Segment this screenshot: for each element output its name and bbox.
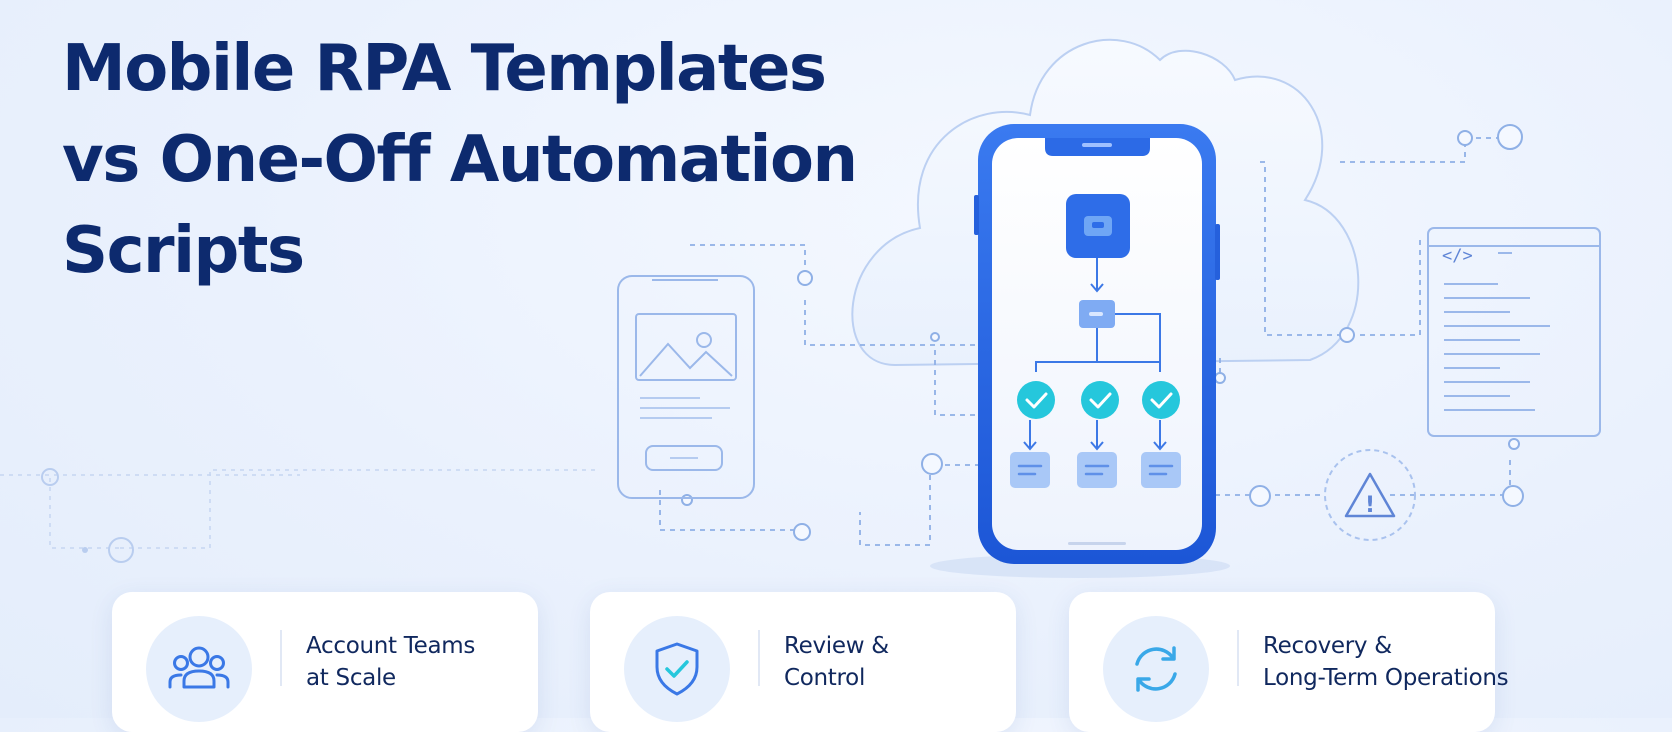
page-title: Mobile RPA Templates vs One-Off Automati… bbox=[62, 24, 858, 297]
flow-start-node bbox=[1066, 194, 1130, 258]
card-label: Review & Control bbox=[784, 633, 889, 691]
title-line-3: Scripts bbox=[62, 214, 305, 288]
flowchart bbox=[1023, 258, 1167, 451]
users-icon bbox=[168, 646, 230, 689]
card-icon-circle bbox=[146, 616, 252, 722]
flow-check-nodes bbox=[1017, 381, 1180, 419]
shield-check-icon bbox=[655, 642, 699, 696]
title-line-1: Mobile RPA Templates bbox=[62, 32, 827, 106]
code-lines bbox=[1444, 252, 1550, 411]
card-review-control: Review & Control bbox=[590, 592, 1016, 732]
card-icon-circle bbox=[1103, 616, 1209, 722]
title-line-2: vs One-Off Automation bbox=[62, 123, 858, 197]
card-icon-circle bbox=[624, 616, 730, 722]
card-label: Recovery & Long-Term Operations bbox=[1263, 633, 1509, 691]
warning-circle bbox=[1324, 449, 1416, 541]
flow-process-node bbox=[1079, 300, 1115, 328]
card-divider bbox=[758, 630, 760, 686]
card-divider bbox=[1237, 630, 1239, 686]
code-panel-right bbox=[1427, 227, 1601, 437]
card-divider bbox=[280, 630, 282, 686]
connection-nodes bbox=[681, 124, 1524, 541]
code-symbol: </> bbox=[1442, 246, 1473, 266]
background-network bbox=[0, 469, 600, 549]
wireframe-lines-left bbox=[640, 397, 730, 459]
refresh-icon bbox=[1135, 646, 1177, 692]
wireframe-phone-left bbox=[617, 275, 755, 499]
flow-output-nodes bbox=[1010, 452, 1181, 488]
warning-icon: ! bbox=[1365, 493, 1375, 518]
card-recovery-operations: Recovery & Long-Term Operations bbox=[1069, 592, 1509, 732]
card-account-teams: Account Teams at Scale bbox=[112, 592, 538, 732]
card-label: Account Teams at Scale bbox=[306, 633, 476, 691]
